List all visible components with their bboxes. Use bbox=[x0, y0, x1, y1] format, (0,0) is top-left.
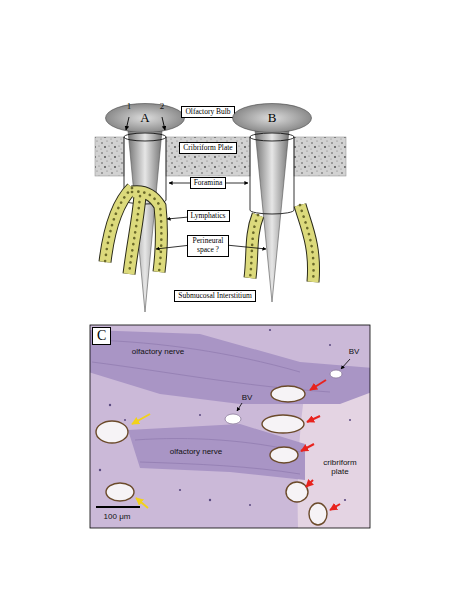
scale-bar bbox=[96, 506, 140, 508]
label-box: Submucosal Interstitium bbox=[174, 290, 256, 303]
box-label: Submucosal Interstitium bbox=[178, 292, 252, 301]
red-arrow bbox=[301, 444, 314, 451]
micrograph bbox=[90, 325, 370, 528]
bone-block bbox=[166, 137, 250, 176]
lymphatic-outline bbox=[129, 196, 140, 274]
red-arrow bbox=[330, 504, 340, 510]
blood-vessel bbox=[225, 414, 241, 424]
fibre bbox=[92, 340, 300, 372]
label-box: Perineural space ? bbox=[187, 235, 229, 256]
red-arrow bbox=[306, 480, 313, 487]
endothelial-cells bbox=[129, 196, 140, 274]
nerve-cone bbox=[127, 120, 163, 312]
nerve-cone bbox=[254, 120, 290, 302]
lymphatic-space bbox=[96, 421, 128, 443]
endothelial-cells bbox=[132, 192, 161, 272]
lymphatic-space bbox=[271, 386, 305, 402]
lymphatic-space bbox=[262, 415, 304, 433]
olfactory-bulb bbox=[106, 104, 185, 133]
structure-label: BV bbox=[349, 348, 360, 357]
lymphatic-vessels bbox=[105, 188, 314, 282]
nerve-bundle bbox=[90, 330, 370, 404]
label-box: Foramina bbox=[190, 177, 227, 190]
bulb-ellipse: B bbox=[232, 103, 312, 133]
lymphatic-outline bbox=[250, 215, 258, 278]
foramen-wall bbox=[250, 137, 294, 210]
lymphatic-space bbox=[286, 482, 308, 502]
fibre bbox=[140, 462, 300, 474]
foramen-rim bbox=[124, 133, 166, 141]
scale-label: 100 μm bbox=[104, 513, 131, 522]
nerve-fibres bbox=[92, 340, 330, 474]
olfactory-bulb bbox=[233, 104, 312, 133]
label-box: Olfactory Bulb bbox=[181, 106, 234, 119]
structure-label: olfactory nerve bbox=[170, 448, 222, 457]
label-box: Lymphatics bbox=[187, 210, 230, 223]
foramen-rim bbox=[250, 210, 294, 214]
callout-number: 1 bbox=[127, 102, 132, 112]
lymphatic-outline bbox=[300, 205, 314, 282]
blood-vessels bbox=[225, 370, 342, 424]
foramen-rim bbox=[250, 133, 294, 141]
structure-label: cribriform plate bbox=[318, 459, 362, 477]
label-box: Cribriform Plate bbox=[179, 142, 236, 155]
bone-block bbox=[294, 137, 346, 176]
red-arrows bbox=[301, 380, 340, 510]
lymphatic-space bbox=[106, 483, 134, 501]
leader-arrow bbox=[341, 359, 350, 369]
box-label: Foramina bbox=[194, 179, 223, 188]
yellow-arrow bbox=[132, 414, 150, 424]
leader-arrow bbox=[237, 403, 242, 411]
bulb-ellipse: A bbox=[105, 103, 185, 133]
box-label: Olfactory Bulb bbox=[185, 108, 230, 117]
bone-block bbox=[95, 137, 124, 176]
red-arrow bbox=[307, 416, 320, 422]
pathway-arrow bbox=[162, 117, 165, 130]
lymphatic-spaces bbox=[96, 386, 327, 525]
box-label: C bbox=[97, 328, 106, 344]
red-arrow bbox=[310, 380, 326, 390]
pathway-arrow bbox=[126, 117, 129, 130]
lymphatic-space bbox=[270, 447, 298, 463]
structure-label: BV bbox=[242, 394, 253, 403]
lymphatic-vessel bbox=[129, 196, 140, 274]
cell-nuclei bbox=[99, 329, 351, 506]
label-box: C bbox=[92, 327, 111, 345]
label-leaders bbox=[237, 359, 350, 411]
lymphatic-vessel bbox=[300, 205, 314, 282]
callout-number: 2 bbox=[160, 102, 165, 112]
panel-letter: A bbox=[140, 110, 149, 126]
panel-border bbox=[90, 325, 370, 528]
endothelial-cells bbox=[250, 215, 258, 278]
endothelial-cells bbox=[105, 188, 132, 262]
lymphatic-space bbox=[309, 503, 327, 525]
structure-label: olfactory nerve bbox=[132, 348, 184, 357]
box-label: Cribriform Plate bbox=[183, 144, 232, 153]
yellow-arrows bbox=[132, 414, 150, 508]
blood-vessel bbox=[330, 370, 342, 378]
box-label: Perineural space ? bbox=[191, 237, 225, 254]
endothelial-cells bbox=[300, 205, 314, 282]
lymphatic-vessel bbox=[250, 215, 258, 278]
panel-letter: B bbox=[268, 110, 277, 126]
box-label: Lymphatics bbox=[191, 212, 226, 221]
